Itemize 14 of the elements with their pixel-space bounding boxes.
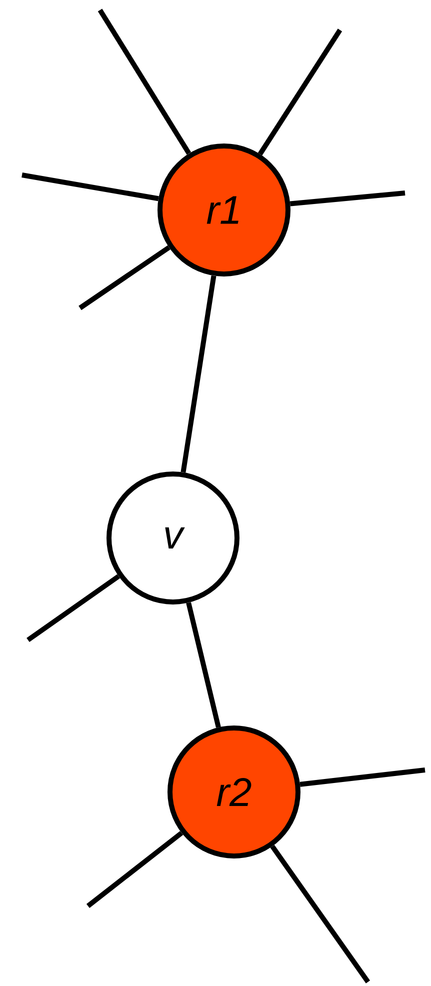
line	[186, 602, 221, 728]
line	[300, 768, 426, 787]
line	[86, 830, 184, 908]
line	[258, 28, 342, 156]
line	[22, 172, 159, 202]
line	[290, 190, 406, 206]
circle-node: r2	[168, 726, 300, 858]
line	[78, 245, 170, 310]
circle-node: r1	[158, 144, 290, 276]
circle-node: v	[106, 472, 240, 604]
line	[180, 275, 216, 473]
line	[270, 844, 370, 984]
line	[26, 574, 120, 642]
line	[98, 8, 192, 155]
